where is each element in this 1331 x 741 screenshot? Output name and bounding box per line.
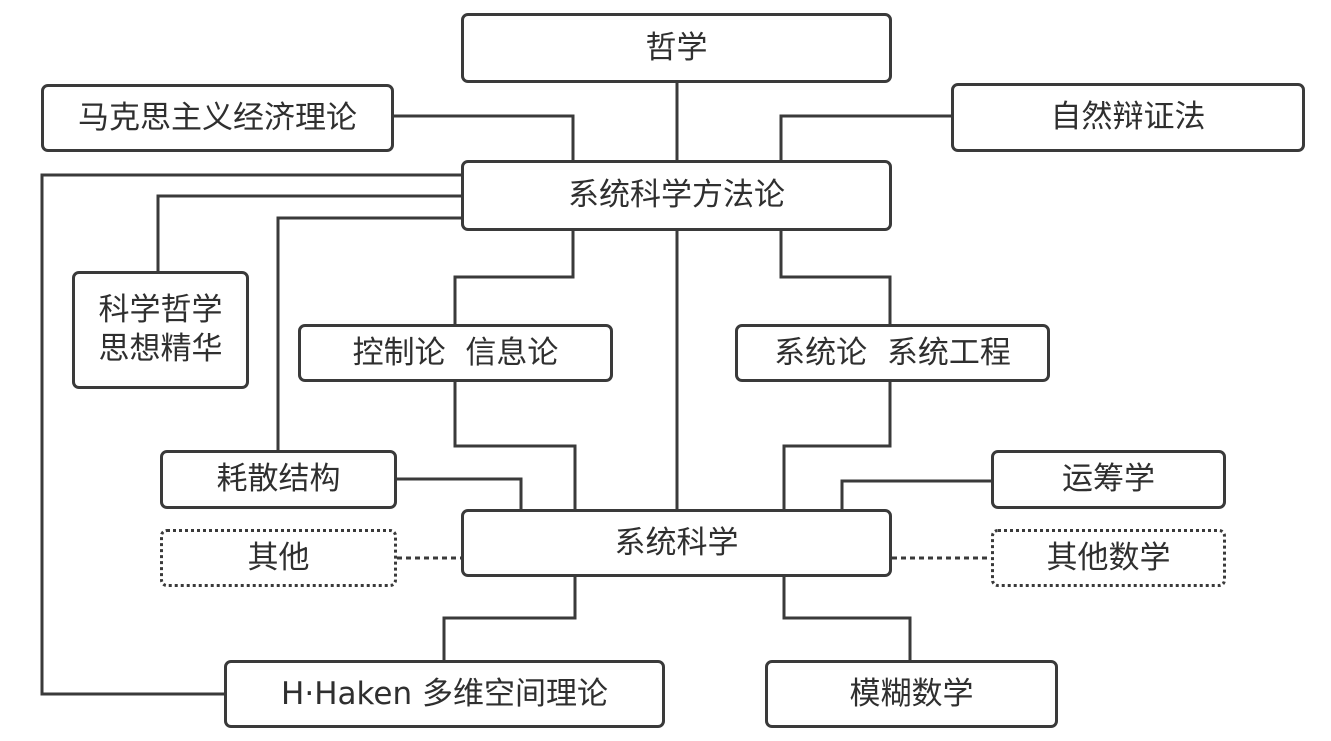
edge-method-control [453, 231, 575, 324]
node-cybernetics-information-theory: 控制论 信息论 [298, 324, 613, 382]
node-operations-research: 运筹学 [991, 450, 1226, 509]
node-other-label: 其他 [247, 539, 310, 576]
edge-method-dissipative [276, 216, 461, 450]
node-other-mathematics: 其他数学 [991, 529, 1226, 587]
node-system-science-methodology: 系统科学方法论 [461, 160, 892, 231]
node-philosophy: 哲学 [461, 13, 892, 83]
node-system-science-methodology-label: 系统科学方法论 [568, 177, 785, 214]
node-dialectics-of-nature-label: 自然辩证法 [1050, 99, 1206, 136]
node-marxist-economic-theory: 马克思主义经济理论 [41, 84, 394, 152]
node-dissipative-structure: 耗散结构 [160, 450, 397, 509]
edge-operations-sysscience [840, 479, 991, 509]
edge-method-philo [156, 194, 461, 271]
node-dialectics-of-nature: 自然辩证法 [951, 83, 1305, 152]
node-marxist-economic-theory-label: 马克思主义经济理论 [78, 99, 357, 136]
edge-marx-method [394, 114, 575, 160]
edge-control-sysscience [453, 382, 577, 509]
node-operations-research-label: 运筹学 [1062, 461, 1155, 498]
node-haken-multidimensional-space-theory: H·Haken 多维空间理论 [224, 660, 665, 728]
edge-sysscience-fuzzy [782, 577, 912, 660]
edge-sysscience-haken [442, 577, 577, 660]
node-system-theory-engineering-label: 系统论 系统工程 [774, 334, 1011, 371]
node-system-science-label: 系统科学 [614, 524, 739, 561]
node-system-theory-engineering: 系统论 系统工程 [735, 324, 1050, 382]
node-fuzzy-mathematics: 模糊数学 [765, 660, 1058, 728]
node-other: 其他 [160, 529, 397, 587]
node-system-science: 系统科学 [461, 509, 892, 577]
node-fuzzy-mathematics-label: 模糊数学 [849, 675, 974, 712]
edge-method-haken [40, 173, 461, 696]
node-cybernetics-information-theory-label: 控制论 信息论 [352, 334, 559, 371]
node-other-mathematics-label: 其他数学 [1046, 539, 1171, 576]
node-haken-multidimensional-space-theory-label: H·Haken 多维空间理论 [281, 675, 608, 712]
node-philosophy-label: 哲学 [645, 29, 708, 66]
edge-ziran-method [779, 114, 951, 160]
node-philosophy-of-science: 科学哲学 思想精华 [72, 271, 249, 389]
edge-dissipative-sysscience [397, 477, 523, 509]
node-dissipative-structure-label: 耗散结构 [216, 461, 341, 498]
edge-systheory-sysscience [782, 382, 892, 509]
node-philosophy-of-science-label: 科学哲学 思想精华 [98, 292, 223, 367]
edge-method-systheory [779, 231, 892, 324]
